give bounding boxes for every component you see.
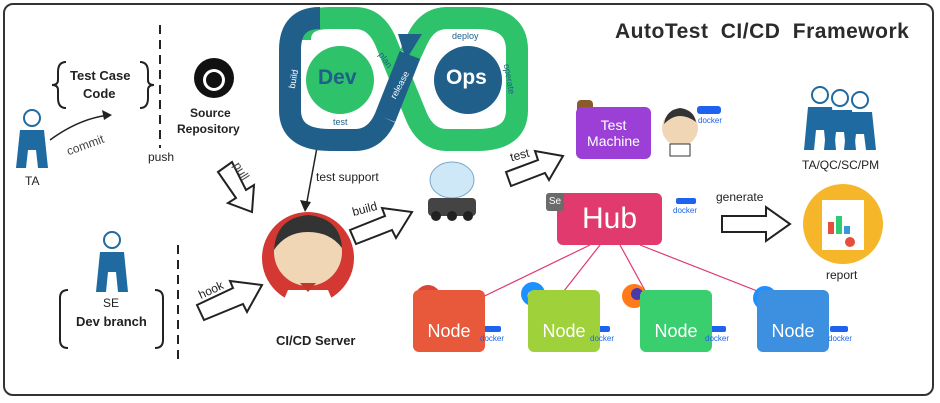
docker-whales [483,106,848,332]
ta-label: TA [25,174,40,188]
devops-logo [279,6,528,151]
stakeholders-label: TA/QC/SC/PM [802,158,880,172]
devops-test-label: test [333,117,348,127]
docker-label-node3: docker [705,334,730,343]
test-machine-box: Test Machine [576,107,651,159]
pull-arrow [216,160,256,214]
test-support-label: test support [316,170,379,184]
person-se [96,231,128,292]
test-case-label-1: Test Case [70,68,131,83]
hub-box: Hub [557,193,662,245]
devops-monitor-label: monitor [444,115,475,125]
dev-branch-label: Dev branch [76,314,147,329]
test-arrow [504,149,565,188]
cicd-server-label: CI/CD Server [276,333,356,348]
brace-left [51,61,67,109]
node-label: Node [654,321,698,341]
build-arrow [348,206,414,246]
diagram-frame [3,3,934,396]
bracket-right [154,289,164,349]
hub-label: Hub [581,202,638,235]
devops-code-label: code [327,31,347,41]
docker-label-tm: docker [698,116,723,125]
push-label: push [148,150,175,164]
test-case-label-2: Code [83,86,116,101]
report-label: report [826,268,858,282]
diagram-title: AutoTest CI/CD Framework [615,20,910,43]
docker-label-node2: docker [590,334,615,343]
brace-right [139,61,155,109]
hub-node2-line [559,244,601,297]
test-machine-label-2: Machine [587,133,640,149]
hub-node1-line [467,244,591,305]
test-machine-label-1: Test [600,117,627,133]
selenium-badge: Se [546,193,564,211]
robot-docker-icon [428,161,476,221]
docker-label-hub: docker [673,206,698,215]
node-ie-1: Node [528,290,600,352]
person-ta [16,109,48,168]
report-icon [803,184,883,264]
se-label: SE [103,296,120,310]
devops-dev-label: Dev [318,66,357,89]
node-ie-2: Node [757,290,829,352]
hub-node3-line [619,244,649,297]
person-group [804,86,876,150]
hook-arrow [195,279,264,322]
node-label: Node [771,321,815,341]
jenkins-small-icon [662,108,698,157]
docker-label-node1: docker [480,334,505,343]
node-chrome: Node [413,290,485,352]
devops-deploy-label: deploy [452,31,479,41]
test-support-arrow [305,141,319,208]
generate-label: generate [716,190,764,204]
bracket-left [59,289,69,349]
generate-arrow [721,205,792,243]
node-label: Node [542,321,586,341]
source-repo-label-2: Repository [177,122,240,136]
docker-label-node4: docker [828,334,853,343]
jenkins-icon [262,212,354,304]
devops-ops-label: Ops [446,66,487,89]
hub-node4-line [639,244,771,297]
node-label: Node [427,321,471,341]
node-firefox: Node [640,290,712,352]
source-repo-label-1: Source [190,106,231,120]
github-icon [194,58,234,98]
